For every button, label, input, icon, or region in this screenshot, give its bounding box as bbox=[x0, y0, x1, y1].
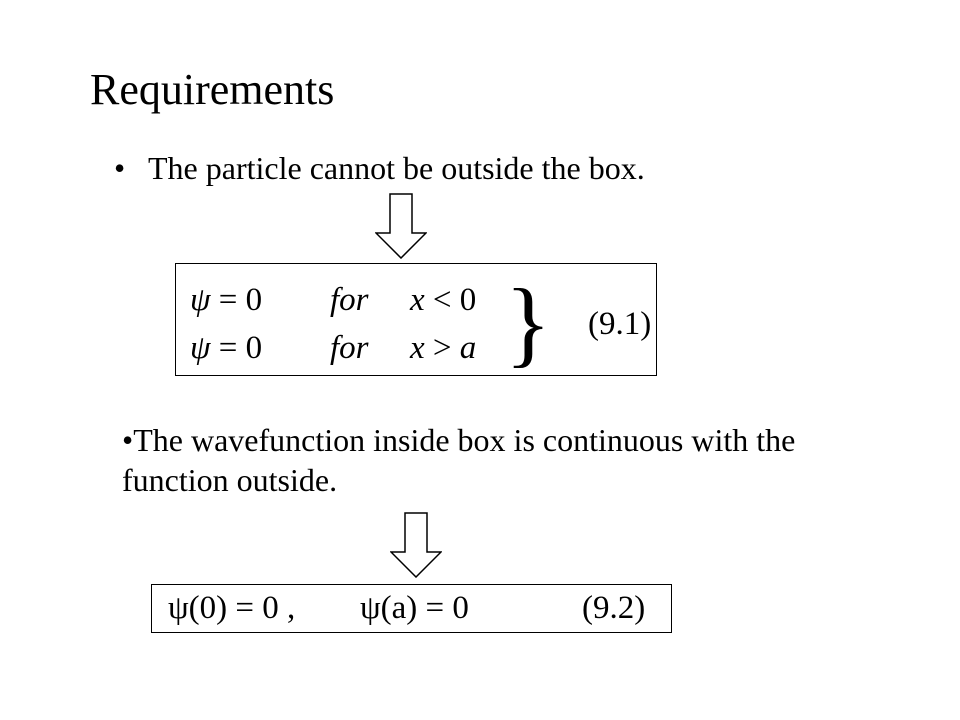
for-word: for bbox=[330, 330, 369, 366]
equation-number-9-2: (9.2) bbox=[582, 590, 646, 626]
boundary-condition-psi-a: ψ(a) = 0 bbox=[360, 590, 469, 626]
bullet-marker: • bbox=[114, 150, 126, 186]
equation-box-9-2 bbox=[151, 584, 672, 633]
condition-row-1: x < 0 bbox=[410, 282, 477, 318]
equation-row-2: ψ = 0 bbox=[190, 328, 262, 368]
bullet-text: The particle cannot be outside the box. bbox=[148, 150, 645, 186]
psi-symbol: ψ bbox=[190, 282, 211, 318]
boundary-condition-psi-0: ψ(0) = 0 , bbox=[168, 590, 296, 626]
down-arrow-icon bbox=[375, 193, 427, 259]
equation-number-9-1: (9.1) bbox=[588, 306, 652, 342]
for-word: for bbox=[330, 282, 369, 318]
equation-row-1: ψ = 0 bbox=[190, 280, 262, 320]
down-arrow-icon bbox=[390, 512, 442, 578]
right-brace-icon: } bbox=[505, 269, 552, 376]
equation-box-9-1 bbox=[175, 263, 657, 376]
equals-zero: = 0 bbox=[218, 330, 263, 366]
bullet-item-wavefunction: •The wavefunction inside box is continuo… bbox=[122, 422, 796, 498]
condition-row-2: x > a bbox=[410, 330, 477, 366]
equals-zero: = 0 bbox=[218, 282, 263, 318]
bullet-item-particle: • The particle cannot be outside the box. bbox=[114, 148, 645, 188]
psi-symbol: ψ bbox=[190, 330, 211, 366]
slide-title: Requirements bbox=[90, 65, 335, 114]
